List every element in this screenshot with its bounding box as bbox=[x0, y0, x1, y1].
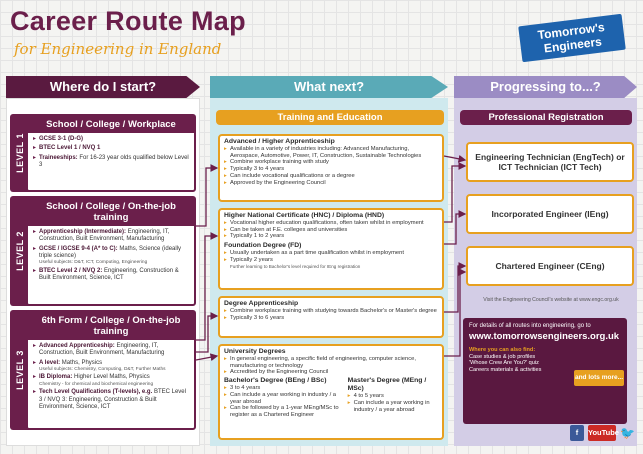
page-title: Career Route Map bbox=[10, 6, 246, 36]
level-2-title: School / College / On-the-job training bbox=[28, 198, 194, 226]
list-item: BTEC Level 1 / NVQ 1 bbox=[33, 145, 190, 153]
level-1-tab: LEVEL 1 bbox=[10, 114, 30, 192]
page-subtitle: for Engineering in England bbox=[14, 40, 222, 58]
arrow-l3-to-degree-app bbox=[196, 312, 219, 353]
degree-apprenticeship-box: Degree Apprenticeship Combine workplace … bbox=[218, 296, 444, 338]
arrow-hnc-to-engtech bbox=[444, 162, 467, 223]
level-2-box: School / College / On-the-job training A… bbox=[26, 196, 196, 306]
hnc-hnd-box: Higher National Certificate (HNC) / Dipl… bbox=[218, 208, 444, 290]
facebook-icon[interactable]: f bbox=[570, 425, 584, 441]
box-title: Degree Apprenticeship bbox=[224, 300, 299, 307]
note-text: Further learning to Bachelor's level req… bbox=[230, 263, 361, 269]
level-2-tab: LEVEL 2 bbox=[10, 196, 30, 306]
youtube-icon[interactable]: YouTube bbox=[588, 425, 619, 441]
arrow-l3-to-hnc bbox=[196, 232, 219, 341]
bachelors-section: Bachelor's Degree (BEng / BSc) 3 to 4 ye… bbox=[224, 377, 342, 419]
list-item: Can include a year working in industry /… bbox=[348, 400, 438, 413]
column-next-header: What next? bbox=[210, 76, 448, 98]
list-item: 3 to 4 years bbox=[224, 385, 342, 392]
box-title: Master's Degree (MEng / MSc) bbox=[347, 377, 427, 393]
masters-section: Master's Degree (MEng / MSc) 4 to 5 year… bbox=[348, 377, 438, 419]
list-item: Careers materials & activities bbox=[469, 366, 542, 373]
list-item: Can be taken at F.E. colleges and univer… bbox=[224, 227, 438, 234]
list-item: Advanced Apprenticeship: Engineering, IT… bbox=[33, 343, 190, 358]
list-item: In general engineering, a specific field… bbox=[224, 356, 438, 369]
arrow-degree-app-to-ceng bbox=[444, 262, 467, 313]
list-item: Combine workplace training with studying… bbox=[224, 308, 438, 315]
list-item: 4 to 5 years bbox=[348, 393, 438, 400]
list-item: Accredited by the Engineering Council bbox=[224, 369, 438, 376]
twitter-icon[interactable]: 🐦 bbox=[620, 426, 635, 440]
box-title: University Degrees bbox=[224, 348, 286, 355]
list-item: Tech Level Qualifications (T-levels), e.… bbox=[33, 389, 190, 411]
arrow-l3-to-university bbox=[195, 353, 219, 362]
arrow-l2-to-advanced bbox=[196, 164, 219, 227]
level-3-box: 6th Form / College / On-the-job training… bbox=[26, 310, 196, 430]
list-item: Case studies & job profiles bbox=[469, 353, 536, 360]
level-3-tab: LEVEL 3 bbox=[10, 310, 30, 430]
arrow-university-to-ceng bbox=[444, 268, 467, 357]
level-1-box: School / College / Workplace GCSE 3-1 (D… bbox=[26, 114, 196, 192]
list-item: Traineeships: For 16-23 year olds qualif… bbox=[33, 155, 190, 170]
list-item: Vocational higher education qualificatio… bbox=[224, 220, 438, 227]
level-1-title: School / College / Workplace bbox=[28, 116, 194, 133]
list-item: 'Whose Crew Are You?' quiz bbox=[469, 360, 539, 367]
list-item: GCSE 3-1 (D-G) bbox=[33, 136, 190, 144]
list-item: Can include vocational qualifications or… bbox=[224, 173, 438, 180]
column-progress-header: Progressing to...? bbox=[454, 76, 637, 98]
list-item: Typically 3 to 6 years bbox=[224, 315, 438, 322]
box-title: Higher National Certificate (HNC) / Dipl… bbox=[224, 212, 385, 219]
arrow-hnc-to-ieng bbox=[444, 210, 467, 245]
university-degrees-box: University Degrees In general engineerin… bbox=[218, 344, 444, 440]
list-item: Combine workplace training with study bbox=[224, 159, 438, 166]
info-also-label: Where you can also find: bbox=[469, 347, 536, 353]
ceng-box: Chartered Engineer (CEng) bbox=[466, 246, 634, 286]
level-3-title: 6th Form / College / On-the-job training bbox=[28, 312, 194, 340]
ieng-box: Incorporated Engineer (IEng) bbox=[466, 194, 634, 234]
list-item: Can include a year working in industry /… bbox=[224, 392, 342, 405]
column-start-header: Where do I start? bbox=[6, 76, 200, 98]
info-intro: For details of all routes into engineeri… bbox=[469, 323, 591, 329]
list-item: Typically 2 years bbox=[224, 257, 438, 264]
list-item: IB Diploma: Higher Level Maths, PhysicsC… bbox=[33, 374, 190, 387]
box-title: Bachelor's Degree (BEng / BSc) bbox=[224, 377, 327, 385]
list-item: GCSE / IGCSE 9-4 (A* to C): Maths, Scien… bbox=[33, 246, 190, 266]
website-link[interactable]: www.tomorrowsengineers.org.uk bbox=[469, 331, 620, 342]
box-title: Foundation Degree (FD) bbox=[224, 242, 302, 250]
list-item: Approved by the Engineering Council bbox=[224, 180, 438, 187]
list-item: Apprenticeship (Intermediate): Engineeri… bbox=[33, 229, 190, 244]
list-item: BTEC Level 2 / NVQ 2: Engineering, Const… bbox=[33, 268, 190, 283]
box-title: Advanced / Higher Apprenticeship bbox=[224, 138, 335, 145]
training-education-header: Training and Education bbox=[216, 110, 444, 125]
advanced-apprenticeship-box: Advanced / Higher Apprenticeship Availab… bbox=[218, 134, 444, 202]
list-item: Usually undertaken as a part time qualif… bbox=[224, 250, 438, 257]
list-item: Typically 3 to 4 years bbox=[224, 166, 438, 173]
arrow-advanced-to-engtech bbox=[443, 154, 467, 163]
and-lots-more-badge: and lots more... bbox=[574, 370, 624, 386]
professional-registration-header: Professional Registration bbox=[460, 110, 632, 125]
list-item: Typically 1 to 2 years bbox=[224, 233, 438, 240]
info-box: For details of all routes into engineeri… bbox=[463, 318, 627, 424]
list-item: Can be followed by a 1-year MEng/MSc to … bbox=[224, 405, 342, 418]
engc-website-note: Visit the Engineering Council's website … bbox=[483, 297, 619, 303]
engtech-box: Engineering Technician (EngTech) or ICT … bbox=[466, 142, 634, 182]
list-item: Available in a variety of industries inc… bbox=[224, 146, 438, 159]
